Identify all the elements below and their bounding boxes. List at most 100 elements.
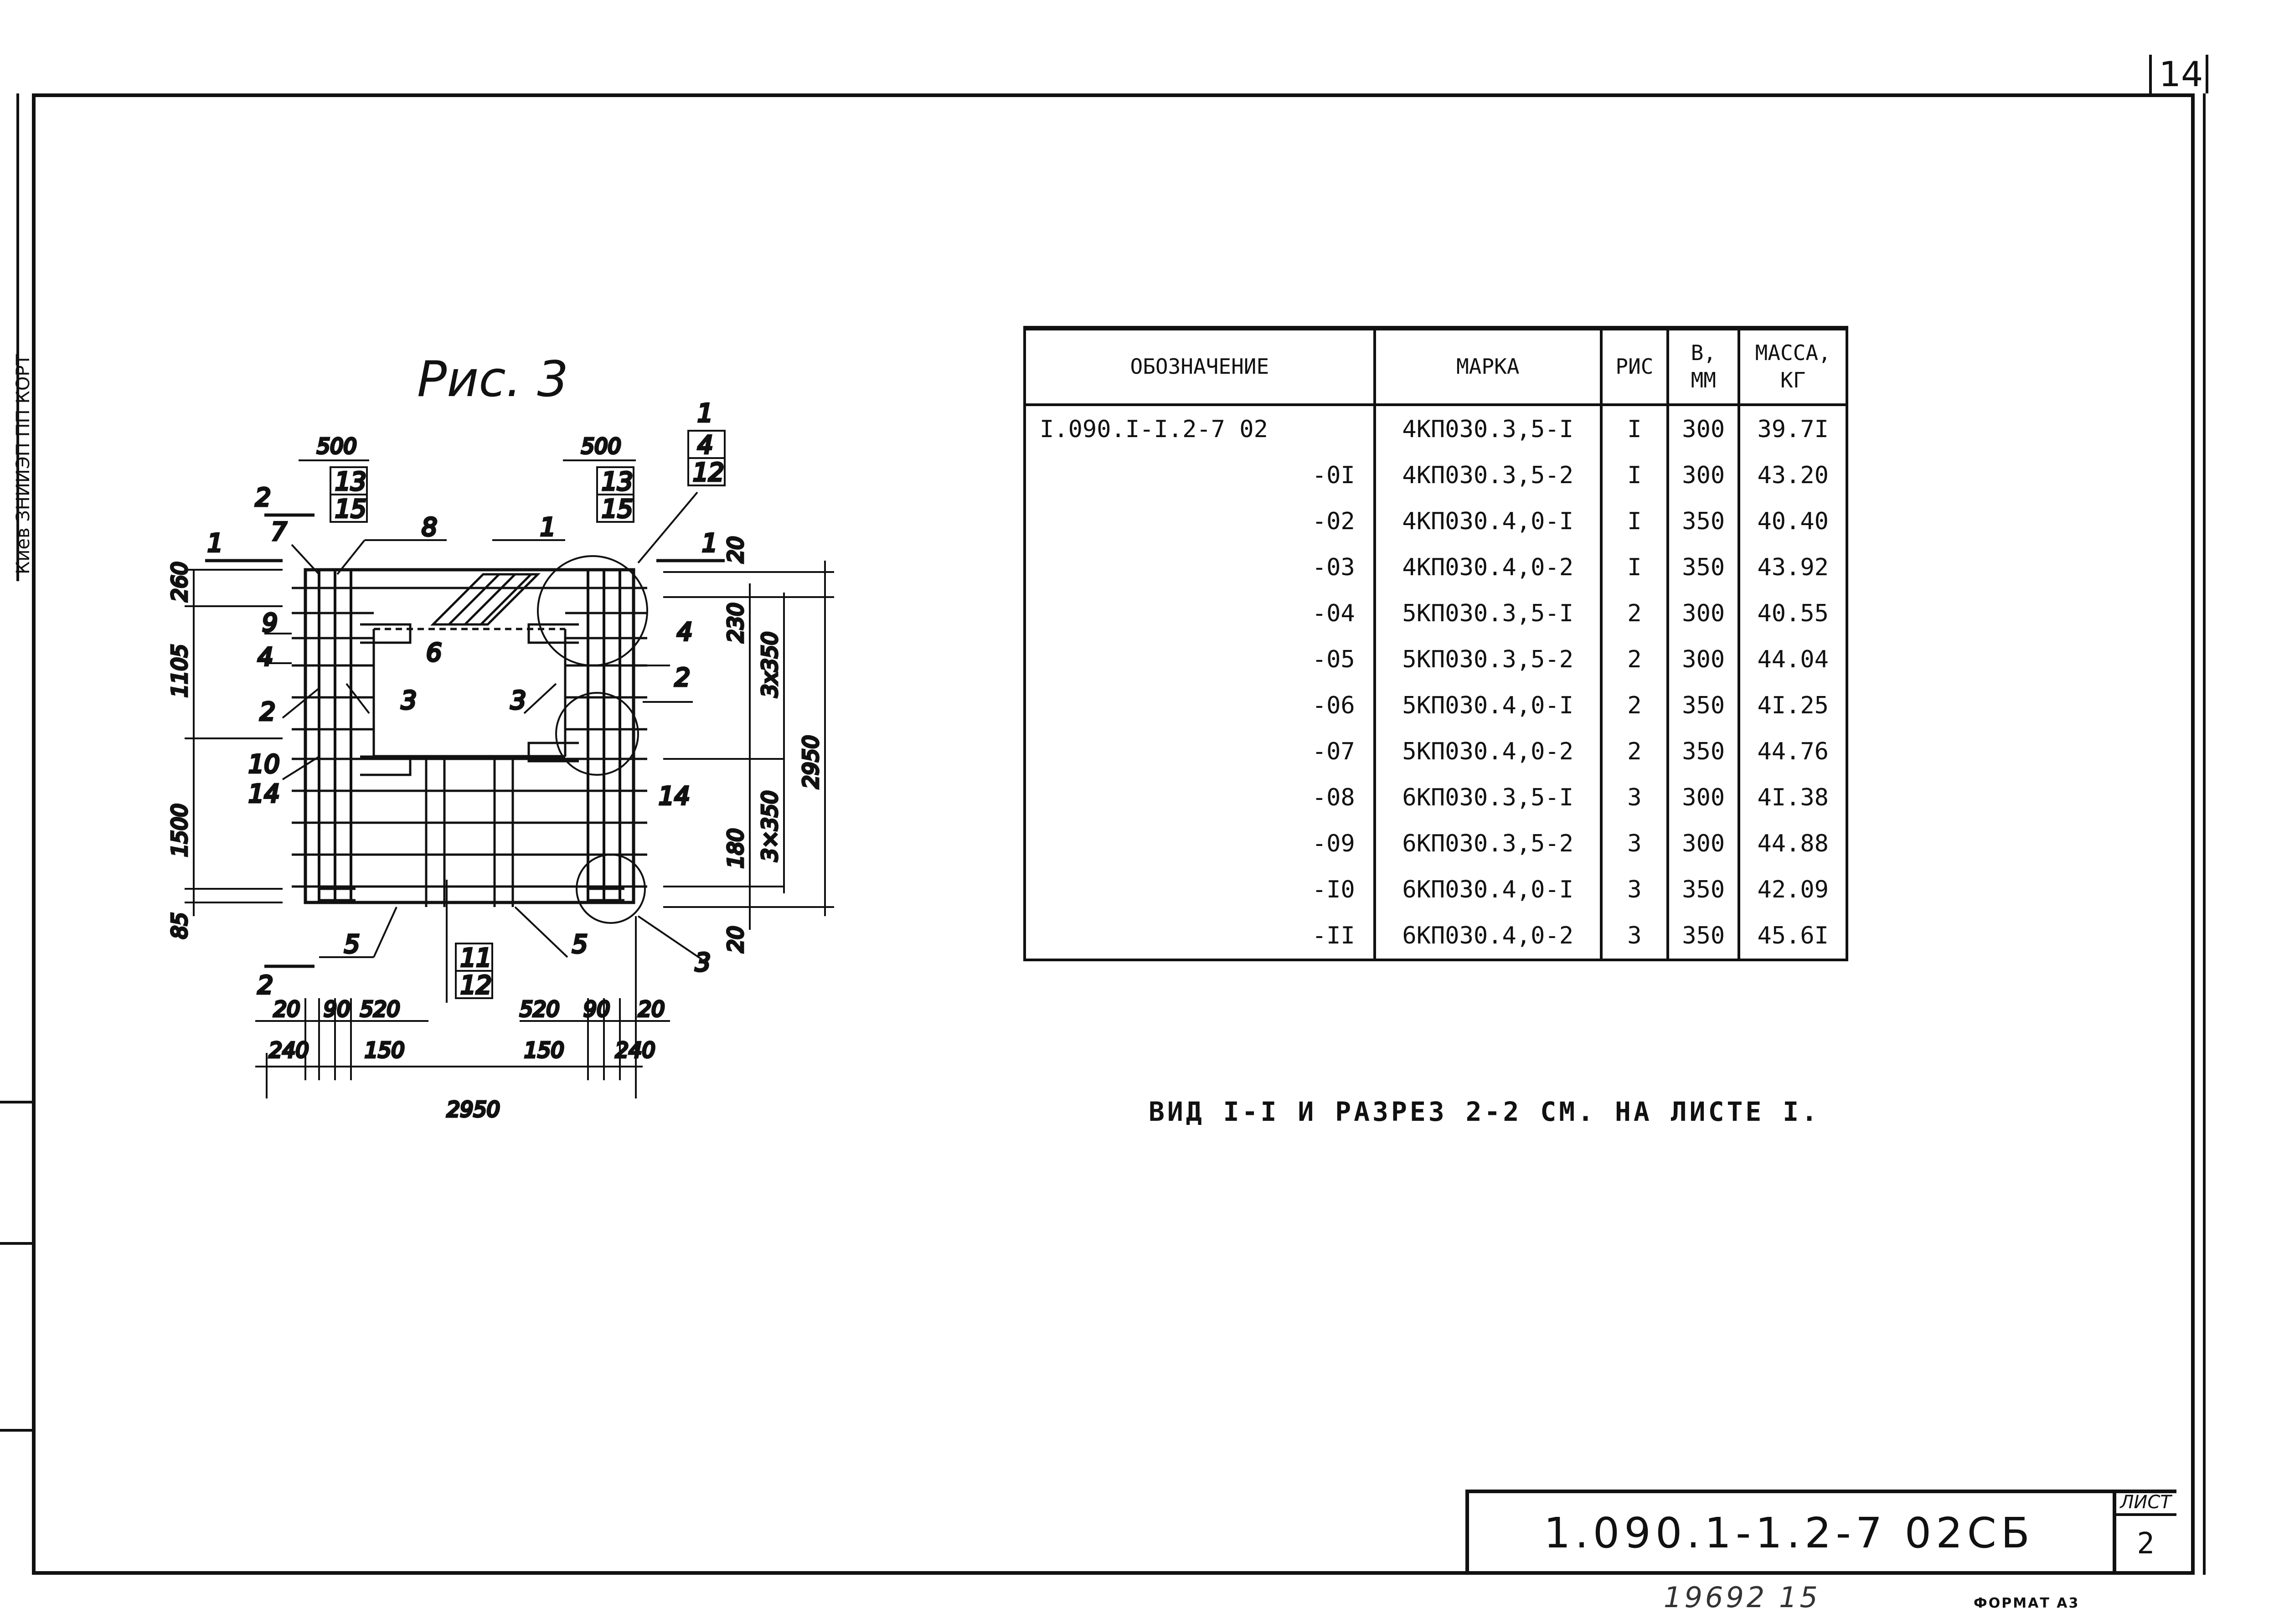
cell-b: 350 [1666,913,1741,961]
pos-2-left: 2 [260,697,275,726]
col-mark: МАРКА [1373,326,1603,406]
margin-tick [0,1429,32,1432]
cell-designation: -03 [1023,544,1376,590]
cell-fig: I [1599,498,1670,544]
cell-mark: 6КП030.4,0-I [1373,866,1603,913]
cell-mass: 43.92 [1738,544,1848,590]
figure-caption: Рис. 3 [417,351,569,408]
cage-outline [292,568,647,907]
col-designation: ОБОЗНАЧЕНИЕ [1023,326,1376,406]
cell-b: 300 [1666,590,1741,636]
col-b-line2: ММ [1691,368,1716,392]
pos-11: 11 [460,943,492,972]
cell-mass: 40.55 [1738,590,1848,636]
cell-designation: -02 [1023,498,1376,544]
pos-6: 6 [426,638,442,667]
cell-designation: -I0 [1023,866,1376,913]
sheet-label: ЛИСТ [2120,1492,2171,1513]
col-mass-line2: КГ [1780,368,1806,392]
dim-1105: 1105 [167,644,192,697]
pos-3-mid: 3 [510,686,526,715]
sheet-top-number: 14 [2159,54,2203,94]
cell-fig: I [1599,405,1670,452]
inventory-number: 19692 15 [1664,1581,1820,1614]
dim-500-left: 500 [317,434,357,459]
cell-b: 350 [1666,728,1741,774]
cell-designation: -0I [1023,452,1376,498]
col-mass-line1: МАССА, [1755,340,1831,366]
cell-designation: -04 [1023,590,1376,636]
cell-mass: 44.04 [1738,636,1848,682]
cell-mass: 44.76 [1738,728,1848,774]
cell-mark: 6КП030.4,0-2 [1373,913,1603,961]
cell-fig: 3 [1599,866,1670,913]
dim-85: 85 [167,912,192,939]
cell-b: 350 [1666,544,1741,590]
dim-20-right: 20 [638,997,665,1021]
cell-mass: 44.88 [1738,820,1848,866]
cell-mass: 43.20 [1738,452,1848,498]
dim-230: 230 [723,603,748,643]
col-b: В,ММ [1666,326,1741,406]
dim-3x350-top: 3x350 [758,632,782,697]
cell-fig: 2 [1599,636,1670,682]
document-code: 1.090.1-1.2-7 02СБ [1543,1509,2035,1557]
title-block [1465,1490,2113,1572]
cell-b: 300 [1666,636,1741,682]
dim-240-right: 240 [615,1038,655,1062]
cell-mark: 5КП030.3,5-2 [1373,636,1603,682]
pos-12-top: 12 [693,458,724,487]
pos-5-right: 5 [572,930,588,959]
cell-fig: 2 [1599,590,1670,636]
dim-180: 180 [723,828,748,868]
dim-2950-right: 2950 [799,735,823,789]
dim-240-left: 240 [269,1038,309,1062]
pos-5-left: 5 [344,930,360,959]
pos-4-right: 4 [677,618,692,646]
cell-mark: 5КП030.4,0-I [1373,682,1603,728]
sheet-number: 2 [2137,1527,2155,1561]
pos-1-top: 1 [697,399,713,428]
cell-mark: 4КП030.4,0-2 [1373,544,1603,590]
detail-circle [537,555,648,666]
cell-fig: 3 [1599,913,1670,961]
cell-designation: -08 [1023,774,1376,820]
pos-14-right: 14 [659,782,690,810]
sheet-cell-divider [2113,1513,2176,1516]
cell-designation: -05 [1023,636,1376,682]
cell-mass: 45.6I [1738,913,1848,961]
cell-mass: 4I.25 [1738,682,1848,728]
margin-tick [0,1101,32,1103]
sheet-cell [2113,1490,2176,1572]
reinforcement-plan-drawing: 500 500 260 1105 1500 85 20 230 3x350 29… [166,398,834,1123]
dim-20-left: 20 [273,997,300,1021]
cell-designation: I.090.I-I.2-7 02 [1023,405,1376,452]
cell-mark: 6КП030.3,5-I [1373,774,1603,820]
specification-table: ОБОЗНАЧЕНИЕ МАРКА РИС В,ММ МАССА,КГ I.09… [1023,326,1848,961]
cell-fig: 2 [1599,728,1670,774]
cell-fig: 2 [1599,682,1670,728]
frame-right-border [2203,93,2206,1575]
pos-9: 9 [262,608,278,637]
cell-fig: 3 [1599,774,1670,820]
cell-mass: 40.40 [1738,498,1848,544]
pos-2-right: 2 [675,663,690,692]
detail-circle [555,692,639,776]
reference-note: ВИД I-I И РАЗРЕЗ 2-2 СМ. НА ЛИСТЕ I. [1149,1096,1820,1127]
cell-designation: -07 [1023,728,1376,774]
dim-520-right: 520 [520,997,560,1021]
pos-13-left: 13 [335,467,366,496]
dim-20-bottom: 20 [723,926,748,953]
cell-mass: 4I.38 [1738,774,1848,820]
